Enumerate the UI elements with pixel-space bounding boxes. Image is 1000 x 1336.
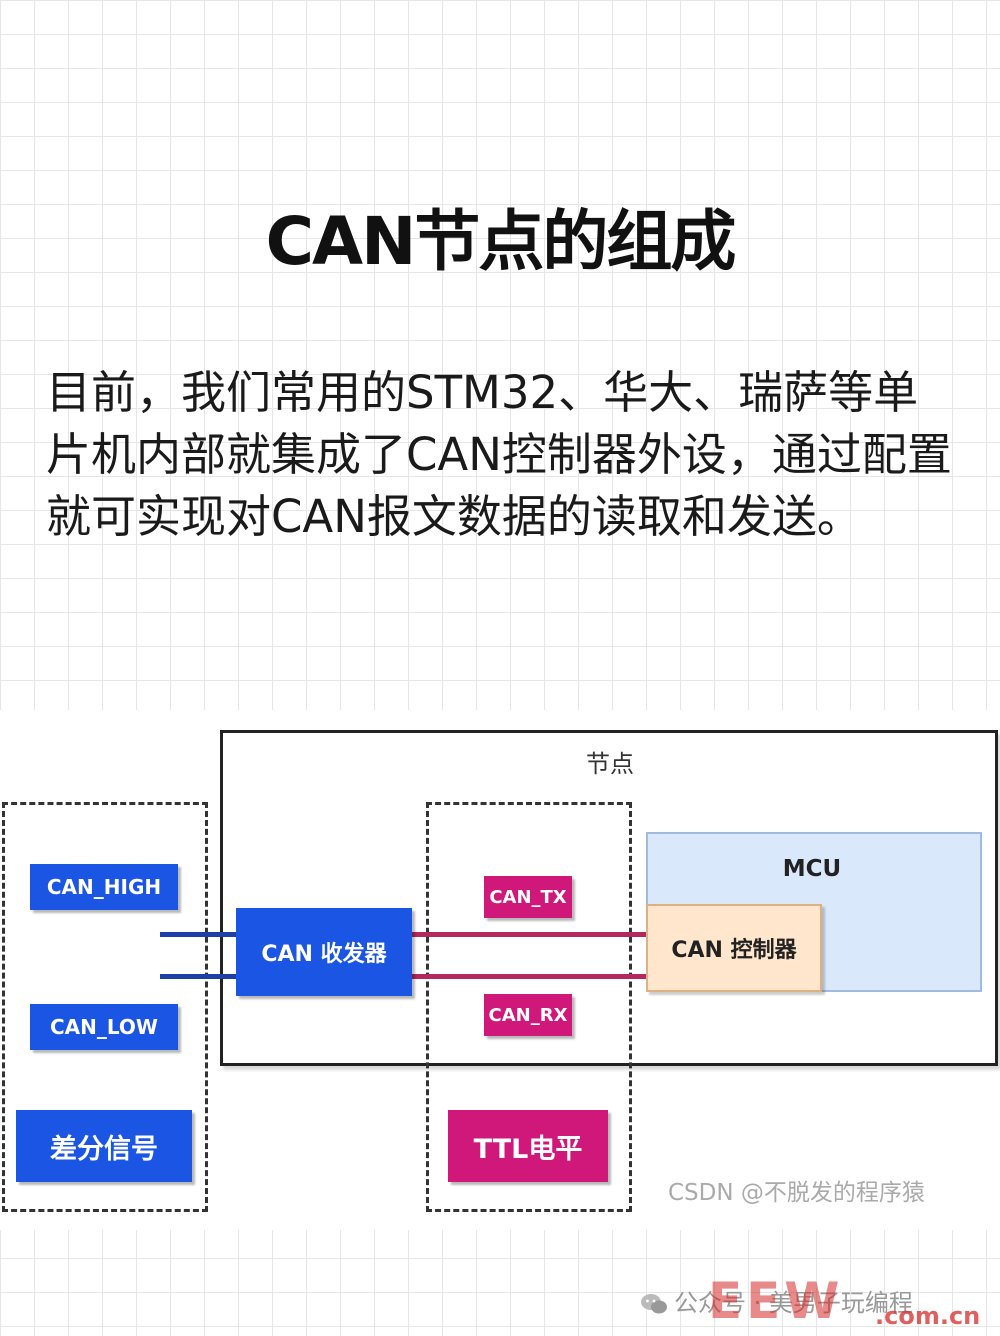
differential-signal-label: 差分信号: [16, 1110, 192, 1182]
ttl-region: [426, 802, 632, 1212]
page-title: CAN节点的组成: [265, 203, 737, 280]
can-high-line: [160, 932, 236, 937]
mcu-label: MCU: [782, 856, 842, 882]
wechat-icon: [640, 1293, 668, 1315]
differential-region: [2, 802, 208, 1212]
can-controller-box: CAN 控制器: [646, 904, 822, 992]
can-tx-label: CAN_TX: [484, 876, 572, 918]
ttl-level-label: TTL电平: [448, 1110, 608, 1182]
eew-logo-domain: .com.cn: [875, 1302, 981, 1330]
can-low-label: CAN_LOW: [30, 1004, 178, 1050]
wechat-account-name: 公众号 · 美男子玩编程: [674, 1289, 913, 1317]
can-transceiver-box: CAN 收发器: [236, 908, 412, 996]
wechat-account: 公众号 · 美男子玩编程: [640, 1283, 913, 1318]
intro-paragraph: 目前，我们常用的STM32、华大、瑞萨等单片机内部就集成了CAN控制器外设，通过…: [46, 366, 952, 543]
node-label: 节点: [586, 750, 634, 778]
can-high-label: CAN_HIGH: [30, 864, 178, 910]
can-tx-line: [412, 932, 646, 937]
can-low-line: [160, 974, 236, 979]
can-rx-line: [412, 974, 646, 979]
csdn-watermark: CSDN @不脱发的程序猿: [668, 1180, 925, 1206]
can-node-diagram: 节点 MCU CAN 控制器 CAN 收发器 CAN_HIGH CAN_LOW …: [0, 710, 1000, 1230]
can-rx-label: CAN_RX: [484, 994, 572, 1036]
eew-logo: EEW: [708, 1272, 844, 1330]
